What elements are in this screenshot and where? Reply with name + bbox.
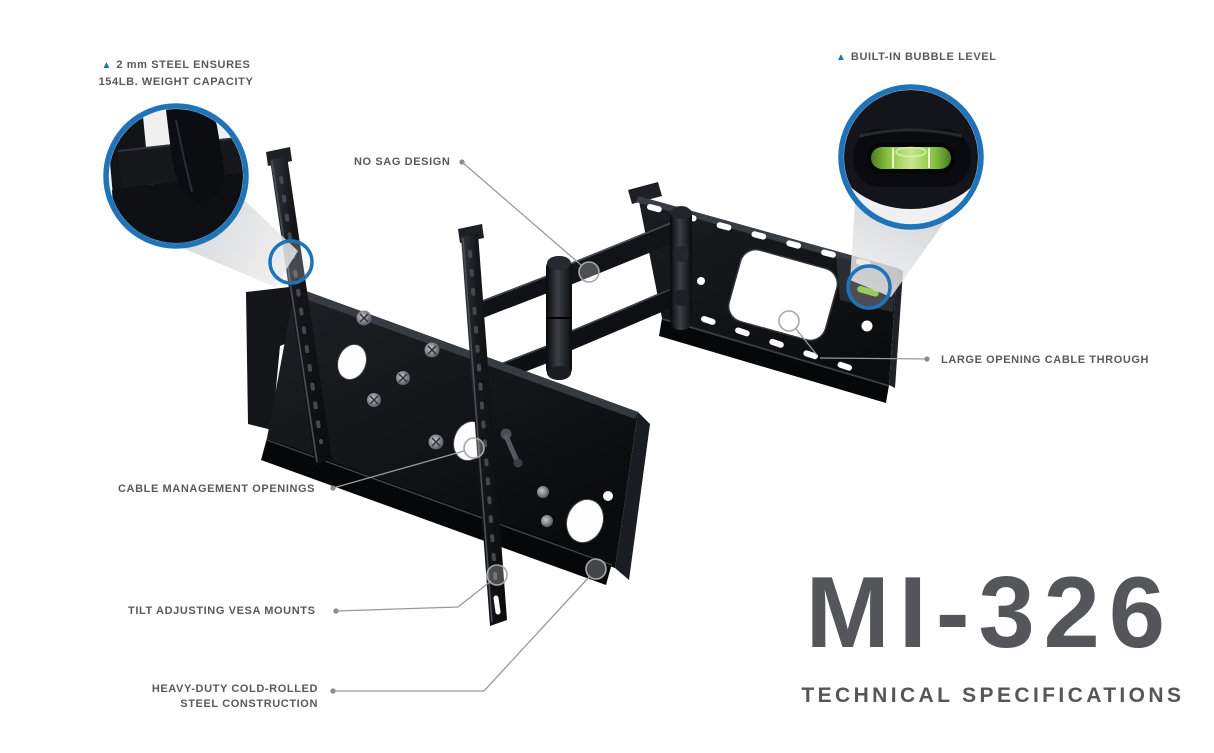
vesa-rail-right	[461, 233, 507, 626]
cable-hole	[565, 498, 605, 544]
cable-hole	[336, 343, 368, 381]
target-ring-cable-mgmt	[463, 437, 485, 459]
vesa-rails	[266, 147, 507, 626]
leader-lines	[330, 159, 930, 694]
highlight-ring-steel	[268, 239, 314, 285]
label-steel-capacity: ▲2 mm STEEL ENSURES 154LB. WEIGHT CAPACI…	[98, 59, 254, 88]
triangle-marker-icon: ▲	[101, 60, 112, 71]
arm-upper-bar	[558, 220, 676, 290]
label-construction: HEAVY-DUTY COLD-ROLLED STEEL CONSTRUCTIO…	[151, 683, 318, 710]
wall-plate-slot-row-bottom	[701, 316, 859, 373]
target-ring-cable-through	[778, 310, 800, 332]
page-subtitle: TECHNICAL SPECIFICATIONS	[801, 684, 1185, 707]
arm-lower-bar	[558, 286, 676, 356]
vesa-screws	[356, 310, 444, 450]
wall-hinge	[670, 206, 692, 330]
label-tilt-vesa: TILT ADJUSTING VESA MOUNTS	[128, 605, 316, 617]
zoom-circle-right	[838, 84, 984, 230]
highlight-ring-bubble	[846, 264, 892, 310]
model-number: MI-326	[805, 557, 1174, 669]
zoom-circle-left	[103, 103, 249, 249]
label-cable-through: LARGE OPENING CABLE THROUGH	[941, 354, 1150, 366]
articulating-arm	[469, 206, 692, 390]
label-no-sag: NO SAG DESIGN	[354, 156, 451, 168]
tilt-latch	[500, 428, 553, 527]
bubble-vial	[871, 147, 951, 169]
wall-plate	[628, 182, 903, 403]
steel-closeup-lens	[103, 103, 249, 249]
label-cable-management: CABLE MANAGEMENT OPENINGS	[118, 483, 316, 495]
target-ring-no-sag	[578, 261, 600, 283]
label-bubble-level: ▲BUILT-IN BUBBLE LEVEL	[836, 51, 997, 63]
target-ring-tilt	[486, 564, 508, 586]
wall-plate-cutout	[727, 248, 839, 342]
target-ring-construction	[585, 558, 607, 580]
tv-bracket	[246, 286, 650, 585]
bubble-closeup-lens	[838, 84, 984, 230]
triangle-marker-icon: ▲	[836, 52, 846, 63]
